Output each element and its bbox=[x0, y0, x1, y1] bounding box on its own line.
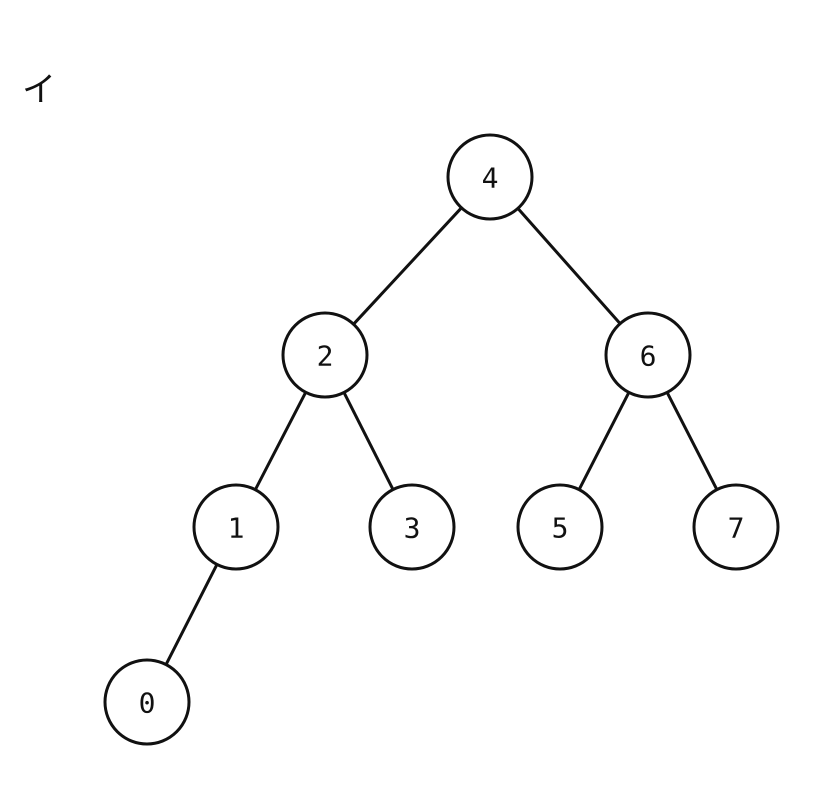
tree-node: 1 bbox=[192, 483, 280, 571]
tree-node-circle bbox=[692, 483, 780, 571]
tree-node-circle bbox=[281, 311, 369, 399]
tree-node: 4 bbox=[446, 133, 534, 221]
tree-node-circle bbox=[368, 483, 456, 571]
tree-node-label: 6 bbox=[640, 340, 657, 373]
tree-node: 7 bbox=[692, 483, 780, 571]
tree-edge bbox=[577, 390, 631, 492]
tree-node-circle bbox=[446, 133, 534, 221]
tree-node: 6 bbox=[604, 311, 692, 399]
tree-edge bbox=[164, 562, 219, 667]
tree-node-circle bbox=[604, 311, 692, 399]
corner-label: イ bbox=[22, 70, 56, 110]
tree-node: 0 bbox=[103, 658, 191, 746]
tree-node-label: 1 bbox=[228, 512, 245, 545]
tree-node: 3 bbox=[368, 483, 456, 571]
tree-node: 5 bbox=[516, 483, 604, 571]
tree-node-label: 7 bbox=[728, 512, 745, 545]
tree-node-label: 3 bbox=[404, 512, 421, 545]
tree-node-circle bbox=[103, 658, 191, 746]
tree-node-circle bbox=[192, 483, 280, 571]
tree-node-circle bbox=[516, 483, 604, 571]
tree-node-label: 5 bbox=[552, 512, 569, 545]
tree-edge bbox=[665, 390, 719, 492]
tree-edge bbox=[516, 206, 622, 326]
tree-node-label: 0 bbox=[139, 687, 156, 720]
tree-edges bbox=[164, 206, 719, 667]
tree-node-label: 4 bbox=[482, 162, 499, 195]
tree-edge bbox=[342, 390, 395, 492]
tree-nodes: 4 2 6 1 3 5 7 0 bbox=[103, 133, 780, 746]
tree-edge bbox=[352, 206, 463, 326]
tree-node-label: 2 bbox=[317, 340, 334, 373]
tree-edge bbox=[253, 390, 308, 492]
tree-node: 2 bbox=[281, 311, 369, 399]
